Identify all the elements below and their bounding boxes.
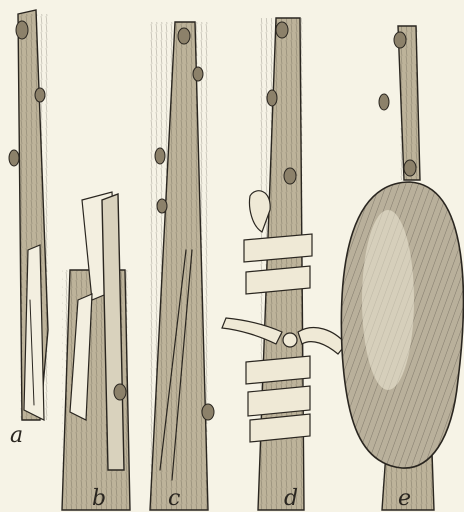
bud-icon: [284, 168, 296, 184]
bud-icon: [157, 199, 167, 213]
bud-icon: [394, 32, 406, 48]
panel-b-stock: [62, 192, 130, 510]
panel-e-label: e: [398, 486, 411, 511]
bud-icon: [16, 21, 28, 39]
panel-d-bound-graft: [222, 18, 346, 510]
panel-c-graft: [150, 22, 214, 510]
bud-icon: [379, 94, 389, 110]
bud-icon: [35, 88, 45, 102]
bud-icon: [114, 384, 126, 400]
panel-e-waxed-graft: [341, 26, 463, 510]
panel-a-scion: [9, 10, 48, 420]
panel-b-label: b: [92, 486, 106, 511]
panel-c-label: c: [168, 486, 180, 511]
bud-icon: [276, 22, 288, 38]
bud-icon: [267, 90, 277, 106]
tie-loop: [298, 328, 346, 354]
bud-icon: [404, 160, 416, 176]
bud-icon: [178, 28, 190, 44]
panel-a-label: a: [10, 423, 23, 448]
bud-icon: [202, 404, 214, 420]
tie-wrap: [248, 386, 310, 416]
bud-icon: [9, 150, 19, 166]
tie-knot: [283, 333, 297, 347]
bud-icon: [193, 67, 203, 81]
bud-icon: [155, 148, 165, 164]
panel-d-label: d: [284, 486, 298, 511]
